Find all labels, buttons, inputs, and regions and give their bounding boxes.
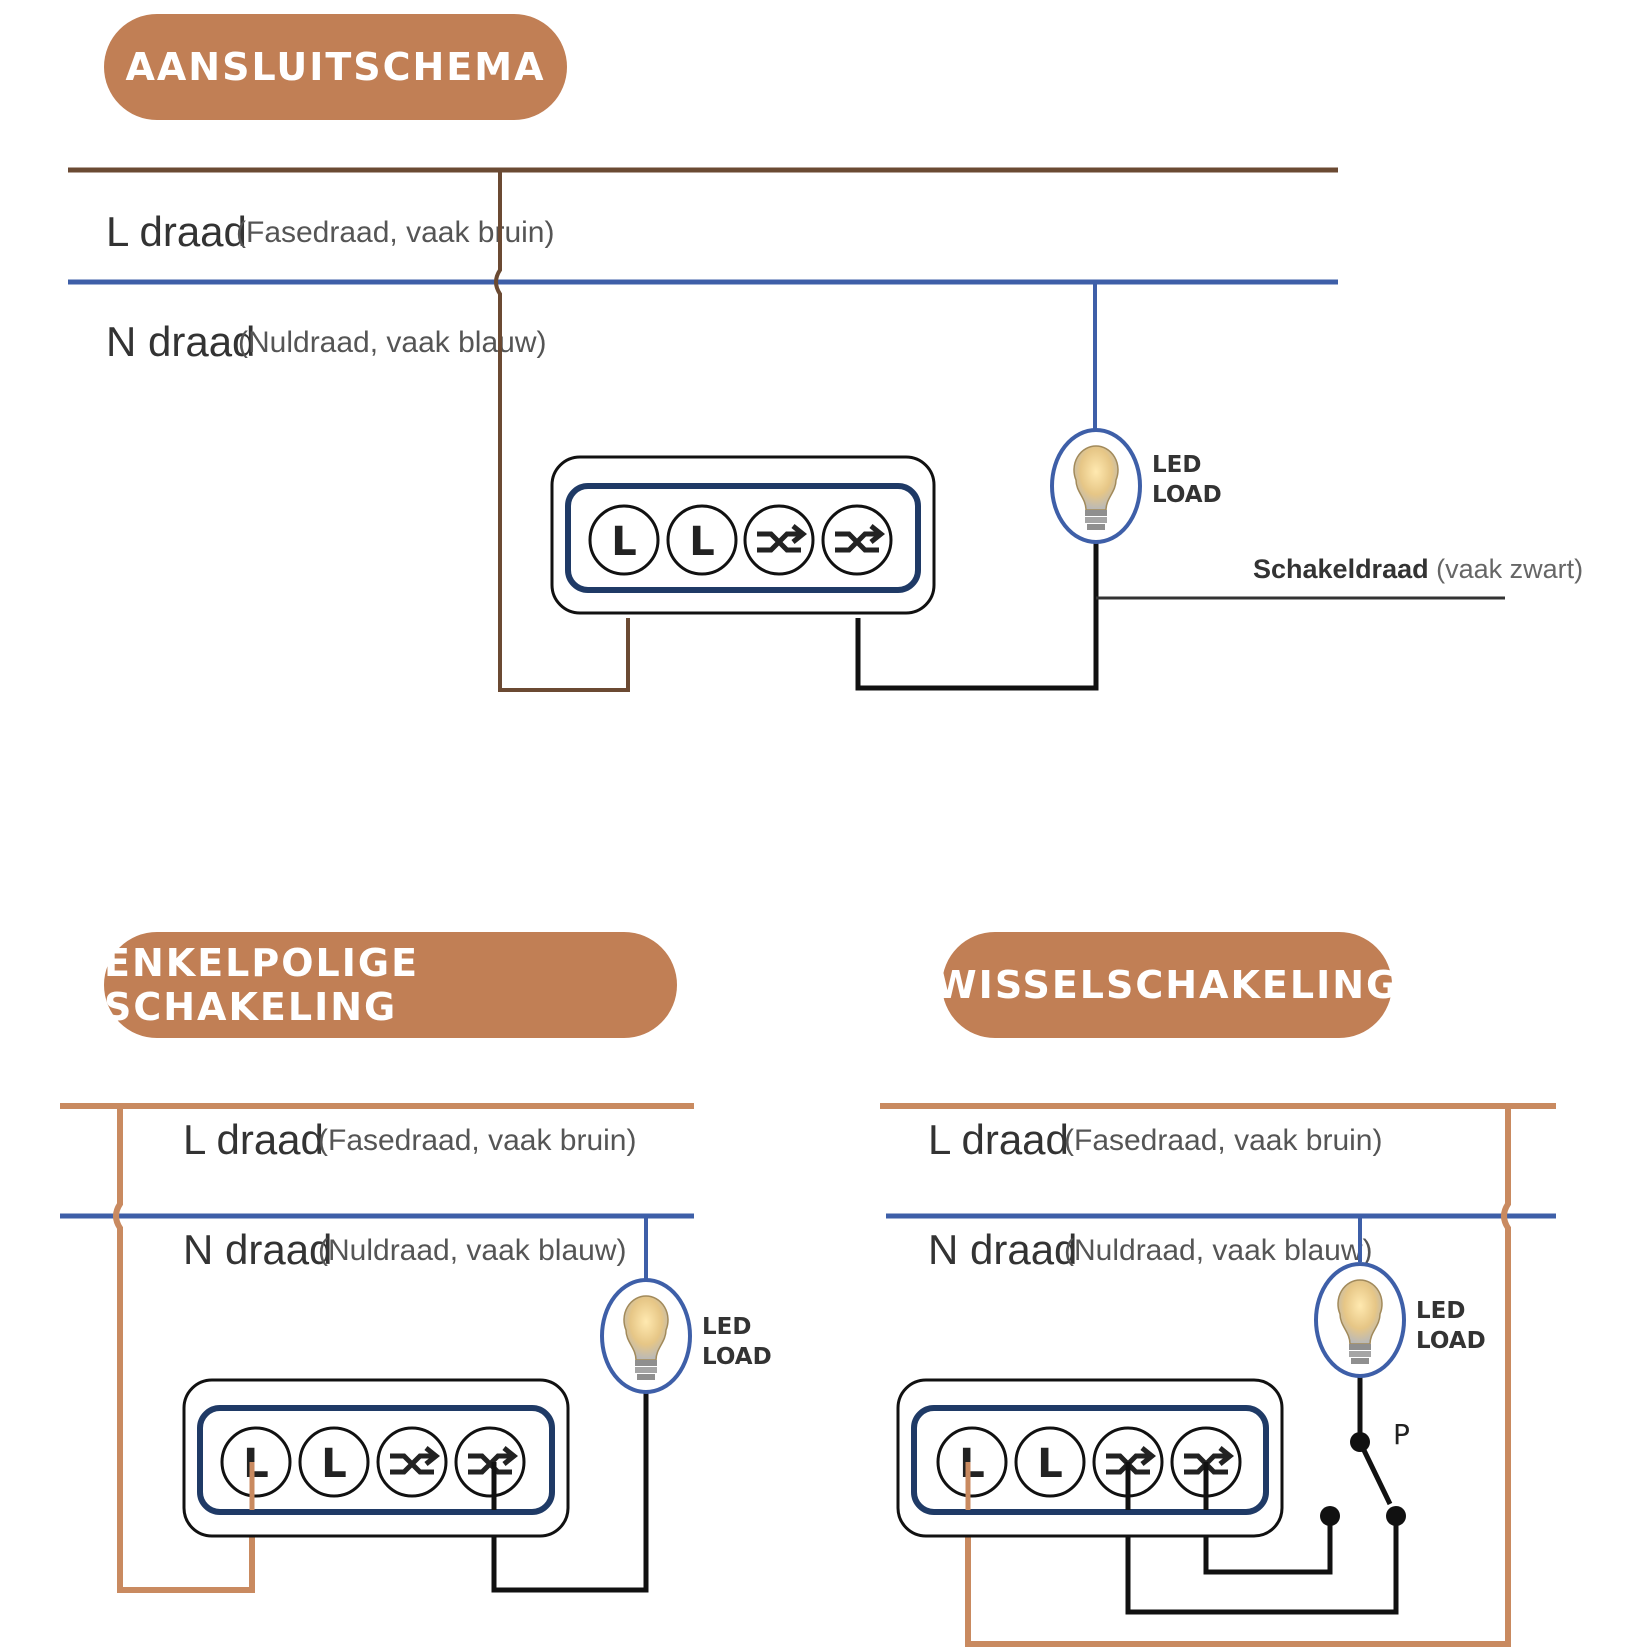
svg-text:L: L (611, 519, 637, 565)
phase-drop-wire (113, 1106, 255, 1593)
switch-wire-label: Schakeldraad (vaak zwart) (1253, 554, 1584, 584)
two-way-switch (1320, 1432, 1406, 1526)
n-wire-note: (Nuldraad, vaak blauw) (1064, 1234, 1373, 1267)
section-enkelpolige: L L (60, 1103, 694, 1593)
svg-text:L: L (321, 1441, 347, 1487)
terminal-block-inner (565, 483, 921, 593)
l-wire-note: (Fasedraad, vaak bruin) (1064, 1124, 1383, 1157)
l-wire-note: (Fasedraad, vaak bruin) (318, 1124, 637, 1157)
section-wisselschakeling: L L (880, 1103, 1556, 1647)
title-aansluitschema: AANSLUITSCHEMA (104, 14, 567, 120)
l-wire-label: L draad (183, 1116, 324, 1163)
bulb-icon (1314, 1262, 1406, 1378)
terminal-row: L L (220, 1426, 526, 1498)
phase-drop-wire (494, 170, 630, 692)
traveler-wire-1 (1125, 1470, 1399, 1615)
bulb-icon (600, 1278, 692, 1394)
title-wisselschakeling: WISSELSCHAKELING (935, 932, 1397, 1038)
n-wire-note: (Nuldraad, vaak blauw) (318, 1234, 627, 1267)
svg-text:L: L (1037, 1441, 1063, 1487)
l-wire-label: L draad (106, 208, 247, 255)
title-enkelpolige-schakeling: ENKELPOLIGE SCHAKELING (104, 932, 677, 1038)
bulb-icon (1050, 428, 1142, 544)
n-wire-label: N draad (183, 1226, 333, 1273)
switch-p-label: P (1393, 1418, 1410, 1451)
n-wire-label: N draad (106, 318, 256, 365)
switch-wire (855, 540, 1099, 691)
svg-text:L: L (959, 1441, 985, 1487)
n-wire-label: N draad (928, 1226, 1078, 1273)
svg-text:L: L (689, 519, 715, 565)
svg-text:L: L (243, 1441, 269, 1487)
l-wire-label: L draad (928, 1116, 1069, 1163)
terminal-row: L L (588, 504, 893, 576)
terminal-block-inner (911, 1405, 1269, 1515)
n-wire-note: (Nuldraad, vaak blauw) (238, 326, 547, 359)
section-aansluitschema: L L (68, 167, 1505, 692)
phase-drop-wire (965, 1106, 1511, 1647)
